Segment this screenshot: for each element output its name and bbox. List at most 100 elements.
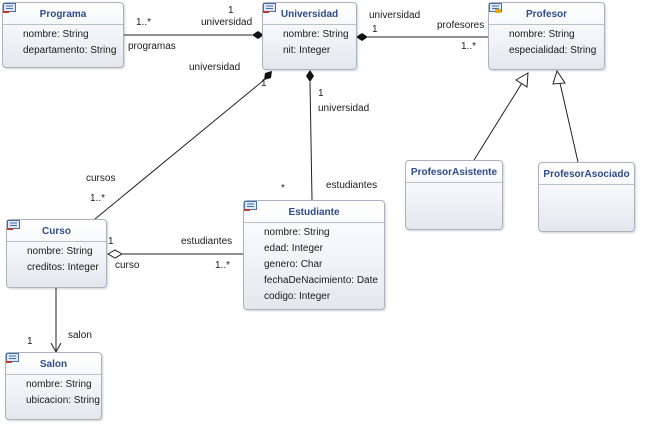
class-profesor-asistente[interactable]: ProfesorAsistente	[405, 160, 503, 230]
role-label: universidad	[201, 17, 253, 28]
attribute-row[interactable]: genero: Char	[244, 201, 384, 273]
composition-diamond	[356, 33, 368, 41]
attribute-text: nombre: String	[509, 29, 575, 40]
attribute-row[interactable]: fechaDeNacimiento: Date	[244, 201, 384, 289]
class-name: ProfesorAsociado	[543, 169, 630, 180]
profesor-asociado-generalization	[559, 82, 579, 163]
attribute-text: ubicacion: String	[26, 395, 100, 406]
attribute-text: genero: Char	[264, 259, 323, 270]
attribute-text: nombre: String	[264, 227, 330, 238]
multiplicity-label: 1	[261, 78, 267, 89]
attribute-text: nit: Integer	[283, 45, 331, 56]
inheritance-arrowhead	[515, 72, 529, 88]
attribute-icon	[244, 201, 261, 254]
attribute-row[interactable]: departamento: String	[3, 3, 123, 59]
attribute-row[interactable]: nombre: String	[244, 201, 384, 241]
multiplicity-label: 1	[372, 24, 378, 35]
attribute-icon	[263, 3, 280, 40]
class-salon[interactable]: Salon nombre: String ubicacion: String	[5, 352, 102, 420]
attribute-icon	[3, 3, 20, 40]
class-name: Estudiante	[288, 207, 340, 218]
attribute-icon	[6, 353, 23, 390]
attribute-row[interactable]: nombre: String	[7, 220, 106, 260]
multiplicity-label: 1	[108, 236, 114, 247]
role-label: estudiantes	[326, 180, 378, 191]
attribute-text: edad: Integer	[264, 243, 323, 254]
attribute-text: codigo: Integer	[264, 291, 331, 302]
role-label: salon	[68, 330, 92, 341]
class-profesor[interactable]: Profesor nombre: String especialidad: St…	[488, 2, 605, 70]
role-label: cursos	[86, 173, 116, 184]
class-name: Universidad	[280, 9, 339, 20]
attribute-icon	[7, 220, 24, 273]
attribute-row[interactable]: edad: Integer	[244, 201, 384, 257]
attribute-row[interactable]: creditos: Integer	[7, 220, 106, 276]
role-label: universidad	[189, 62, 241, 73]
class-programa[interactable]: Programa nombre: String departamento: St…	[2, 2, 124, 68]
attribute-icon	[3, 3, 20, 56]
attribute-row[interactable]: codigo: Integer	[244, 201, 384, 305]
attribute-icon	[7, 220, 24, 257]
class-name: Curso	[42, 226, 71, 237]
divider	[3, 24, 123, 25]
multiplicity-label: 1..*	[90, 193, 106, 204]
role-label: profesores	[437, 20, 485, 31]
divider	[539, 184, 634, 185]
divider	[406, 182, 502, 183]
attribute-text: nombre: String	[26, 379, 92, 390]
attribute-row[interactable]: nombre: String	[6, 353, 101, 393]
attribute-row[interactable]: nombre: String	[489, 3, 604, 43]
multiplicity-label: 1..*	[461, 41, 477, 52]
attribute-row[interactable]: nombre: String	[263, 3, 356, 43]
divider	[244, 222, 384, 223]
universidad-estudiante-association	[309, 81, 313, 201]
role-label: universidad	[318, 103, 370, 114]
attribute-text: nombre: String	[23, 29, 89, 40]
composition-diamond	[306, 70, 314, 82]
attribute-icon	[244, 201, 261, 238]
attribute-icon	[244, 201, 261, 302]
attribute-text: creditos: Integer	[27, 262, 99, 273]
attribute-icon	[244, 201, 261, 270]
divider	[489, 24, 604, 25]
multiplicity-label: 1	[318, 88, 324, 99]
attribute-row[interactable]: especialidad: String	[489, 3, 604, 59]
attribute-icon	[6, 353, 23, 406]
attribute-text: departamento: String	[23, 45, 117, 56]
composition-diamond	[264, 71, 272, 80]
divider	[6, 374, 101, 375]
divider	[7, 241, 106, 242]
attribute-row[interactable]: nit: Integer	[263, 3, 356, 59]
aggregation-diamond	[106, 249, 124, 259]
multiplicity-label: 1	[228, 5, 234, 16]
attribute-text: nombre: String	[283, 29, 349, 40]
class-name: Profesor	[525, 9, 568, 20]
role-label: estudiantes	[181, 236, 233, 247]
multiplicity-label: 1	[27, 336, 33, 347]
divider	[263, 24, 356, 25]
attribute-text: fechaDeNacimiento: Date	[264, 275, 378, 286]
role-label: universidad	[369, 10, 421, 21]
attribute-icon	[244, 201, 261, 286]
attribute-icon	[489, 3, 506, 40]
attribute-row[interactable]: nombre: String	[3, 3, 123, 43]
class-name: ProfesorAsistente	[410, 167, 498, 178]
multiplicity-label: *	[281, 183, 285, 194]
class-estudiante[interactable]: Estudiante nombre: String edad: Integer …	[243, 200, 385, 310]
attribute-icon	[489, 3, 506, 56]
attribute-icon	[263, 3, 280, 56]
role-label: curso	[115, 260, 140, 271]
universidad-curso-association	[94, 79, 265, 220]
class-name: Salon	[39, 359, 68, 370]
class-universidad[interactable]: Universidad nombre: String nit: Integer	[262, 2, 357, 70]
multiplicity-label: 1..*	[136, 17, 152, 28]
class-profesor-asociado[interactable]: ProfesorAsociado	[538, 162, 635, 232]
profesor-asistente-generalization	[473, 82, 523, 161]
attribute-text: nombre: String	[27, 246, 93, 257]
attribute-row[interactable]: ubicacion: String	[6, 353, 101, 409]
role-label: programas	[128, 41, 176, 52]
composition-diamond	[252, 31, 264, 39]
class-curso[interactable]: Curso nombre: String creditos: Integer	[6, 219, 107, 288]
